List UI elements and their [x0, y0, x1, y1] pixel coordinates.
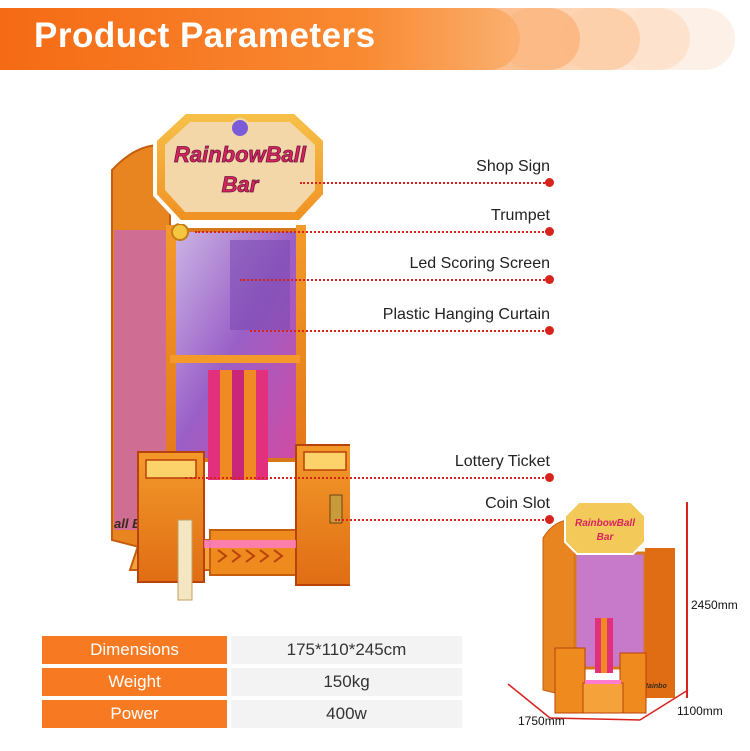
arcade-machine-icon: RainbowBall Bar all Ba	[111, 110, 350, 601]
arcade-machine-small-icon: RainbowBall Bar Rainbo	[542, 501, 675, 714]
callout-dot-coin-slot	[545, 515, 554, 524]
header-banner: Product Parameters	[0, 0, 750, 78]
spec-value: 150kg	[231, 668, 462, 696]
width-dimension-label: 1750mm	[518, 714, 565, 728]
page-title: Product Parameters	[34, 16, 376, 55]
callout-dot-trumpet	[545, 227, 554, 236]
mini-side-panel-text: Rainbo	[643, 683, 667, 690]
callout-label-plastic-hanging-curtain: Plastic Hanging Curtain	[382, 306, 550, 323]
callout-line-plastic-hanging-curtain	[250, 330, 548, 332]
callout-label-lottery-ticket: Lottery Ticket	[454, 453, 550, 470]
spec-value: 175*110*245cm	[231, 636, 462, 664]
mini-sign-text-line1: RainbowBall	[575, 518, 635, 529]
mini-sign-text-line2: Bar	[597, 532, 615, 543]
sign-text-line1: RainbowBall	[174, 142, 307, 167]
spec-row-weight: Weight 150kg	[42, 668, 462, 696]
callout-label-shop-sign: Shop Sign	[476, 158, 550, 175]
sign-text-line2: Bar	[222, 172, 260, 197]
callout-dot-plastic-hanging-curtain	[545, 326, 554, 335]
height-dimension-label: 2450mm	[691, 598, 738, 612]
spec-key: Weight	[42, 668, 227, 696]
callout-dot-lottery-ticket	[545, 473, 554, 482]
callout-line-lottery-ticket	[185, 477, 548, 479]
callout-label-led-scoring-screen: Led Scoring Screen	[409, 255, 550, 272]
height-dimension-line	[686, 502, 688, 698]
spec-key: Dimensions	[42, 636, 227, 664]
callout-line-led-scoring-screen	[240, 279, 548, 281]
callout-line-coin-slot	[335, 519, 548, 521]
base-dimension-lines	[507, 683, 689, 721]
callout-label-coin-slot: Coin Slot	[485, 495, 550, 512]
depth-dimension-label: 1100mm	[677, 704, 723, 718]
spec-row-power: Power 400w	[42, 700, 462, 728]
header-bar	[0, 8, 520, 70]
spec-value: 400w	[231, 700, 462, 728]
spec-row-dimensions: Dimensions 175*110*245cm	[42, 636, 462, 664]
callout-line-shop-sign	[300, 182, 548, 184]
callout-dot-shop-sign	[545, 178, 554, 187]
callout-label-trumpet: Trumpet	[491, 207, 550, 224]
spec-key: Power	[42, 700, 227, 728]
callout-dot-led-scoring-screen	[545, 275, 554, 284]
callout-line-trumpet	[195, 231, 548, 233]
